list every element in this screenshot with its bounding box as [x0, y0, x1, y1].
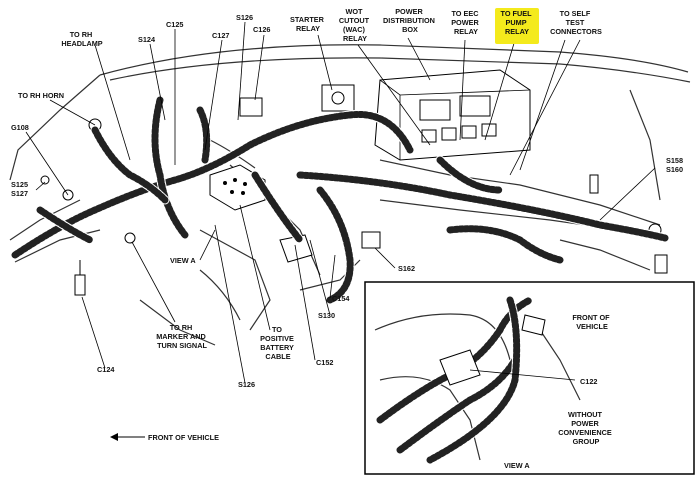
label-front-of-vehicle-main: FRONT OF VEHICLE [148, 433, 219, 442]
connector-c154 [361, 231, 381, 249]
label-to-fuel-pump-relay: TO FUEL PUMP RELAY [501, 9, 534, 36]
vehicle-body [9, 44, 691, 346]
label-view-a-inset: VIEW A [504, 461, 530, 470]
label-c122: C122 [580, 377, 597, 386]
label-to-rh-horn: TO RH HORN [18, 91, 64, 100]
label-s125: S125 [11, 180, 28, 189]
label-view-a-main: VIEW A [170, 256, 196, 265]
label-without-power-convenience: WITHOUT POWER CONVENIENCE GROUP [558, 410, 614, 446]
leader-lines [25, 21, 656, 384]
label-s130: S130 [318, 311, 335, 320]
label-s124: S124 [138, 35, 156, 44]
label-c154: C154 [332, 294, 350, 303]
label-s127: S127 [11, 189, 28, 198]
label-c125: C125 [166, 20, 183, 29]
main-harness [10, 95, 670, 305]
label-s126-top: S126 [236, 13, 253, 22]
label-c124: C124 [97, 365, 115, 374]
label-to-rh-headlamp: TO RH HEADLAMP [61, 30, 102, 48]
label-c126: C126 [253, 25, 270, 34]
label-inset-front-of-vehicle: FRONT OF VEHICLE [572, 313, 611, 331]
inset-view-a [364, 281, 695, 475]
label-s126-bottom: S126 [238, 380, 255, 389]
label-to-eec-power-relay: TO EEC POWER RELAY [451, 9, 481, 36]
label-wot-cutout: WOT CUTOUT (WAC) RELAY [339, 7, 371, 43]
label-starter-relay: STARTER RELAY [290, 15, 326, 33]
label-to-self-test-connectors: TO SELF TEST CONNECTORS [550, 9, 602, 36]
fuel-pump-highlight [495, 8, 539, 44]
label-power-distribution-box: POWER DISTRIBUTION BOX [383, 7, 437, 34]
power-distribution-box [374, 69, 531, 161]
label-c127: C127 [212, 31, 229, 40]
starter-relay [321, 84, 355, 112]
label-to-rh-marker: TO RH MARKER AND TURN SIGNAL [156, 323, 208, 350]
label-s158: S158 [666, 156, 683, 165]
label-s162: S162 [398, 264, 415, 273]
marker-lamp [124, 232, 136, 244]
connector-c126 [239, 97, 263, 117]
label-to-positive-battery-cable: TO POSITIVE BATTERY CABLE [260, 325, 296, 361]
label-s160: S160 [666, 165, 683, 174]
c124-lamp [74, 260, 86, 296]
label-c152: C152 [316, 358, 333, 367]
label-g108: G108 [11, 123, 29, 132]
